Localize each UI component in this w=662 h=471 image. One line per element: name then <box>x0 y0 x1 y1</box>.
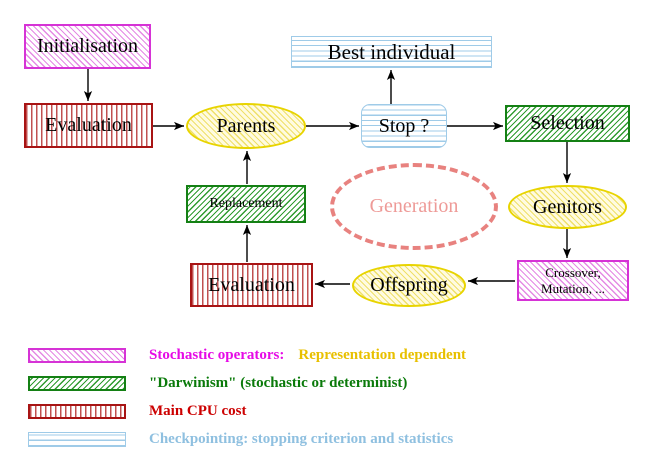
legend-swatch-diagonal-backward-hatch <box>28 376 126 391</box>
legend-label-representation-dependent: Representation dependent <box>298 347 467 363</box>
node-evaluation-top-label: Evaluation <box>45 114 132 136</box>
node-replacement[interactable]: Replacement <box>186 185 306 223</box>
node-parents-label: Parents <box>216 114 276 137</box>
node-stop-decision[interactable]: Stop ? <box>361 104 447 148</box>
legend-label-main-cpu-cost: Main CPU cost <box>149 403 247 419</box>
node-stop-label: Stop ? <box>378 114 430 137</box>
legend-swatch-diagonal-forward-hatch <box>28 348 126 363</box>
node-selection[interactable]: Selection <box>505 105 630 142</box>
legend-swatch-horizontal-hatch <box>28 432 126 447</box>
node-evaluation-bottom[interactable]: Evaluation <box>190 263 313 307</box>
node-best-individual-label: Best individual <box>327 39 456 64</box>
legend-row-main-cpu-cost: Main CPU cost <box>28 401 628 422</box>
node-generation-label: Generation <box>369 195 459 217</box>
node-generation-cycle: Generation <box>330 163 498 250</box>
node-best-individual[interactable]: Best individual <box>291 36 492 68</box>
node-crossover-mutation[interactable]: Crossover, Mutation, ... <box>517 260 629 301</box>
node-evaluation-bottom-label: Evaluation <box>208 273 295 296</box>
node-initialisation[interactable]: Initialisation <box>24 24 151 69</box>
legend-row-darwinism: "Darwinism" (stochastic or determinist) <box>28 373 628 394</box>
node-crossover-label-line1: Crossover, <box>545 265 601 281</box>
legend-label-darwinism: "Darwinism" (stochastic or determinist) <box>149 375 408 391</box>
node-evaluation-top[interactable]: Evaluation <box>24 103 153 148</box>
legend-row-checkpointing: Checkpointing: stopping criterion and st… <box>28 429 628 450</box>
legend-label-stochastic-operators: Stochastic operators: <box>149 347 285 363</box>
node-offspring[interactable]: Offspring <box>352 264 466 307</box>
node-offspring-label: Offspring <box>370 274 448 296</box>
node-genitors-label: Genitors <box>533 195 602 218</box>
legend-swatch-vertical-hatch <box>28 404 126 419</box>
node-selection-label: Selection <box>530 112 605 134</box>
node-parents[interactable]: Parents <box>186 103 306 149</box>
node-crossover-label-line2: Mutation, ... <box>541 280 605 296</box>
node-genitors[interactable]: Genitors <box>508 185 627 229</box>
node-initialisation-label: Initialisation <box>36 35 139 57</box>
legend: Stochastic operators: Representation dep… <box>28 345 628 457</box>
legend-label-checkpointing: Checkpointing: stopping criterion and st… <box>149 431 454 447</box>
node-replacement-label: Replacement <box>209 195 283 211</box>
legend-row-stochastic-operators: Stochastic operators: Representation dep… <box>28 345 628 366</box>
